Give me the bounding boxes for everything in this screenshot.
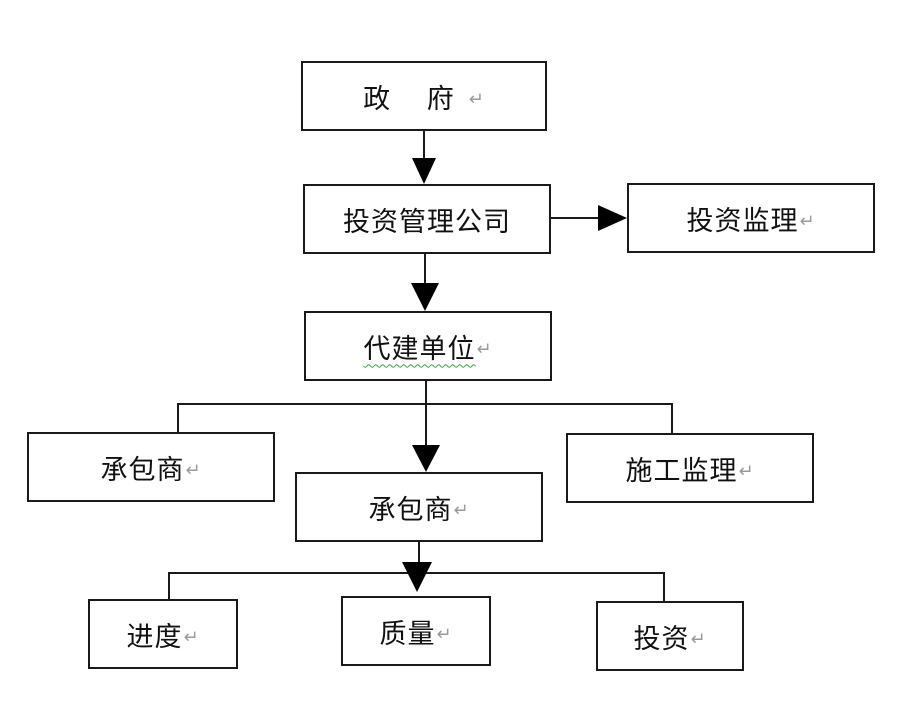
node-government: 政 府↵ — [301, 61, 547, 131]
arrowhead-contractor-to-quality — [402, 562, 432, 592]
node-construction-supervision-label: 施工监理 — [625, 455, 738, 487]
return-mark-icon: ↵ — [476, 338, 493, 360]
node-contractor-center-label: 承包商 — [368, 494, 453, 526]
arrowhead-agent-to-contractor — [412, 445, 440, 472]
arrowhead-gov-to-mgmt — [412, 158, 436, 184]
node-contractor-left-label: 承包商 — [100, 454, 185, 486]
arrowhead-mgmt-to-agent — [411, 283, 439, 311]
node-investment-mgmt-company-label: 投资管理公司 — [343, 206, 511, 238]
node-quality: 质量↵ — [341, 596, 491, 666]
node-progress: 进度↵ — [88, 599, 238, 669]
node-government-label: 政 府 — [363, 83, 468, 115]
connector-agent-branch — [177, 403, 673, 433]
node-investment-supervision: 投资监理↵ — [627, 183, 875, 253]
return-mark-icon: ↵ — [183, 626, 200, 648]
return-mark-icon: ↵ — [738, 460, 755, 482]
return-mark-icon: ↵ — [453, 499, 470, 521]
return-mark-icon: ↵ — [690, 628, 707, 650]
node-quality-label: 质量 — [379, 618, 436, 650]
node-investment-supervision-label: 投资监理 — [686, 205, 799, 237]
node-investment-label: 投资 — [633, 623, 690, 655]
return-mark-icon: ↵ — [436, 623, 453, 645]
node-contractor-left: 承包商↵ — [27, 432, 275, 502]
node-contractor-center: 承包商↵ — [295, 472, 543, 542]
node-agent-unit-label: 代建单位 — [363, 333, 476, 365]
return-mark-icon: ↵ — [185, 459, 202, 481]
node-agent-unit: 代建单位↵ — [304, 311, 552, 381]
node-progress-label: 进度 — [126, 621, 183, 653]
arrowhead-mgmt-to-supervision — [598, 205, 627, 231]
node-investment-mgmt-company: 投资管理公司 — [303, 184, 551, 254]
node-investment: 投资↵ — [596, 601, 744, 671]
return-mark-icon: ↵ — [468, 88, 485, 110]
return-mark-icon: ↵ — [799, 210, 816, 232]
node-construction-supervision: 施工监理↵ — [566, 433, 814, 503]
